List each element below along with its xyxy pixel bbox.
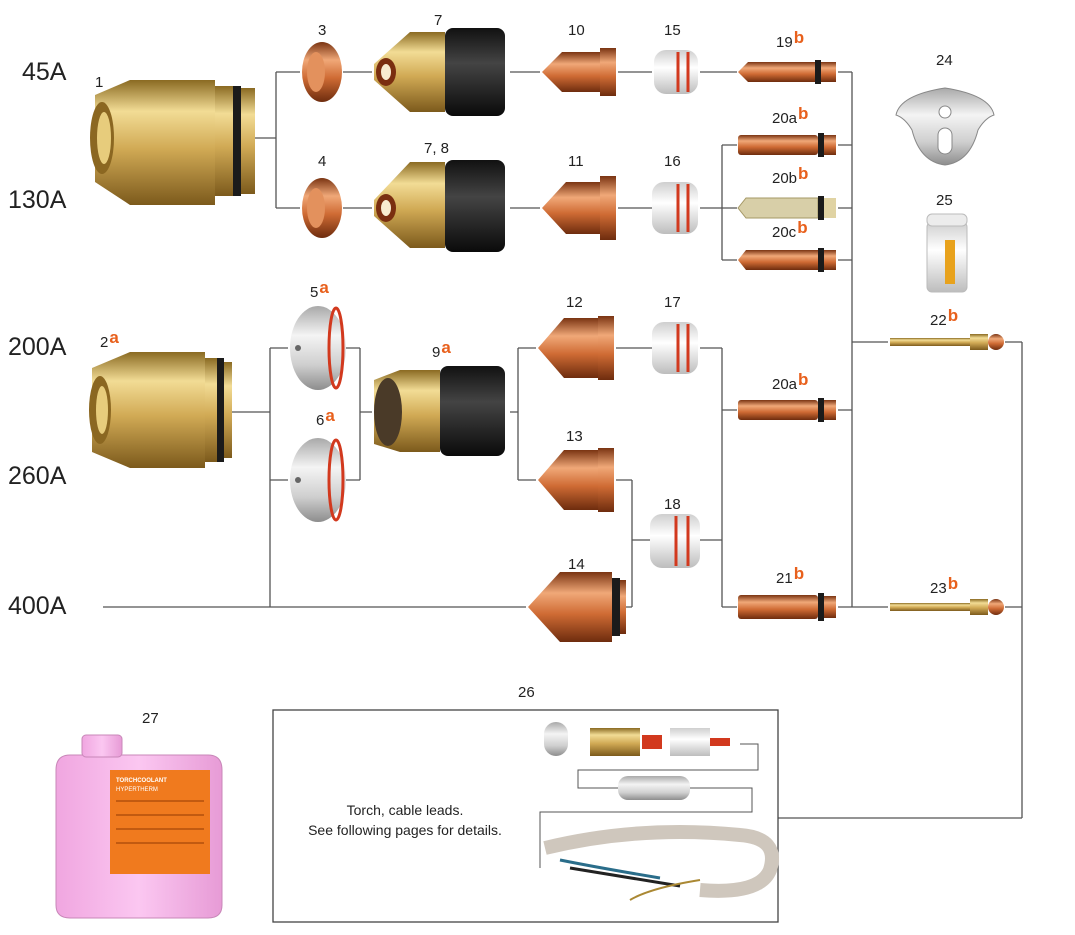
part-11-nozzle-image	[542, 176, 616, 240]
part-7-cap-image	[374, 28, 505, 116]
part-label-23: 23b	[930, 574, 959, 597]
connector-lines	[103, 71, 1023, 819]
torch-assembly-image	[539, 722, 779, 901]
torch-caption-line2: See following pages for details.	[308, 822, 502, 838]
amperage-400a: 400A	[8, 592, 67, 620]
part-22-water-tube-image	[890, 334, 1004, 350]
part-1-retaining-cap-image	[90, 80, 255, 205]
part-label-27: 27	[142, 710, 159, 727]
part-7-8-cap-image	[374, 160, 505, 252]
part-label-10: 10	[568, 22, 585, 39]
part-label-7: 7	[434, 12, 443, 29]
part-3-shield-image	[302, 42, 342, 102]
part-5-shield-image	[290, 306, 346, 390]
part-label-3: 3	[318, 22, 327, 39]
part-label-19: 19b	[776, 28, 805, 51]
part-label-7-8: 7, 8	[424, 140, 450, 157]
part-label-15: 15	[664, 22, 681, 39]
part-27-coolant-image	[55, 734, 223, 919]
part-label-11: 11	[568, 153, 584, 170]
part-25-lubricant-image	[926, 213, 968, 293]
part-12-nozzle-image	[538, 316, 614, 380]
part-9-cap-image	[374, 366, 505, 456]
part-20c-electrode-image	[738, 248, 836, 272]
part-label-4: 4	[318, 153, 327, 170]
part-label-21: 21b	[776, 564, 805, 587]
part-label-13: 13	[566, 428, 583, 445]
part-label-18: 18	[664, 496, 681, 513]
part-label-5: 5a	[310, 278, 329, 301]
amperage-260a: 260A	[8, 462, 67, 490]
part-label-14: 14	[568, 556, 585, 573]
part-label-1: 1	[95, 74, 104, 91]
part-label-20c: 20cb	[772, 218, 808, 241]
part-23-water-tube-image	[890, 599, 1004, 615]
part-2-retaining-cap-image	[89, 352, 232, 468]
part-label-16: 16	[664, 153, 681, 170]
part-20a-electrode-image	[738, 133, 836, 157]
part-18-swirl-ring-image	[650, 514, 700, 568]
amperage-45a: 45A	[22, 58, 67, 86]
part-14-nozzle-image	[528, 572, 626, 642]
part-label-9: 9a	[432, 338, 451, 361]
torch-caption: Torch, cable leads. See following pages …	[280, 800, 530, 840]
part-16-swirl-ring-image	[652, 182, 698, 234]
part-21-electrode-image	[738, 593, 836, 621]
part-label-22: 22b	[930, 306, 959, 329]
part-label-12: 12	[566, 294, 583, 311]
part-label-17: 17	[664, 294, 681, 311]
part-label-24: 24	[936, 52, 953, 69]
part-19-electrode-image	[738, 60, 836, 84]
part-6-shield-image	[290, 438, 346, 522]
part-label-26: 26	[518, 684, 535, 701]
part-13-nozzle-image	[538, 448, 614, 512]
part-10-nozzle-image	[542, 48, 616, 96]
amperage-200a: 200A	[8, 333, 67, 361]
part-label-25: 25	[936, 192, 953, 209]
part-4-shield-image	[302, 178, 342, 238]
torch-caption-line1: Torch, cable leads.	[346, 802, 464, 818]
part-label-20b: 20bb	[772, 164, 809, 187]
part-label-6: 6a	[316, 406, 335, 429]
part-label-2: 2a	[100, 328, 119, 351]
part-17-swirl-ring-image	[652, 322, 698, 374]
coolant-label-line2: HYPERTHERM	[116, 787, 158, 793]
part-label-20a-2: 20ab	[772, 370, 809, 393]
part-24-tool-image	[895, 87, 995, 166]
part-label-20a: 20ab	[772, 104, 809, 127]
part-20b-electrode-image	[737, 196, 836, 220]
coolant-label-line1: TORCHCOOLANT	[116, 778, 167, 784]
part-20a-electrode-image-2	[738, 398, 836, 422]
part-15-swirl-ring-image	[654, 50, 698, 94]
amperage-130a: 130A	[8, 186, 67, 214]
